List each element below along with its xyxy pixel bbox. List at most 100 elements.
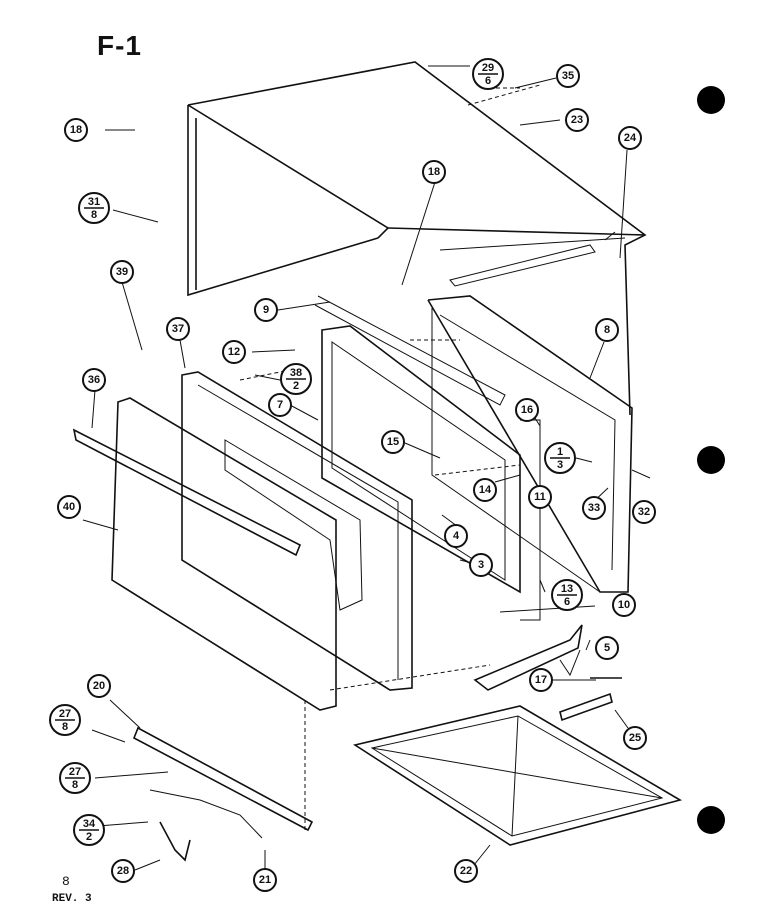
- callout-circle: [268, 393, 292, 417]
- callout-quantity: 2: [293, 380, 299, 392]
- callout-33: 33: [582, 496, 606, 520]
- callout-part-number: 16: [521, 404, 533, 416]
- callout-32: 32: [632, 500, 656, 524]
- callout-part-number: 10: [618, 599, 630, 611]
- callout-circle: [595, 318, 619, 342]
- callout-part-number: 38: [290, 367, 302, 379]
- callout-circle: [166, 317, 190, 341]
- callout-29-6: 296: [472, 58, 504, 90]
- bottom-trim: [132, 726, 314, 862]
- callout-16: 16: [515, 398, 539, 422]
- callout-part-number: 3: [478, 559, 484, 571]
- callout-circle: [222, 340, 246, 364]
- callout-circle: [529, 668, 553, 692]
- callout-part-number: 33: [588, 502, 600, 514]
- callout-circle: [87, 674, 111, 698]
- callout-part-number: 34: [83, 818, 96, 830]
- callout-circle: [444, 524, 468, 548]
- callout-part-number: 27: [69, 766, 81, 778]
- callout-part-number: 28: [117, 865, 129, 877]
- callout-part-number: 7: [277, 399, 283, 411]
- callout-27-8a: 278: [49, 704, 81, 736]
- callout-circle: [595, 636, 619, 660]
- callout-part-number: 39: [116, 266, 128, 278]
- callout-circle: [381, 430, 405, 454]
- callout-circle: [111, 859, 135, 883]
- callout-quantity: 3: [557, 459, 563, 471]
- callout-circle: [110, 260, 134, 284]
- callout-part-number: 37: [172, 323, 184, 335]
- callout-3: 3: [469, 553, 493, 577]
- drip-tray: [352, 705, 683, 846]
- callout-quantity: 8: [91, 209, 97, 221]
- callout-part-number: 25: [629, 732, 641, 744]
- callout-24: 24: [618, 126, 642, 150]
- callout-circle: [528, 485, 552, 509]
- callout-part-number: 21: [259, 874, 271, 886]
- callout-4: 4: [444, 524, 468, 548]
- callout-27-8b: 278: [59, 762, 91, 794]
- rear-panel: [427, 295, 633, 593]
- callout-circle: [82, 368, 106, 392]
- callout-part-number: 24: [624, 132, 637, 144]
- callout-18b: 18: [422, 160, 446, 184]
- oven-liner: [314, 295, 541, 621]
- callout-part-number: 29: [482, 62, 494, 74]
- callout-8: 8: [595, 318, 619, 342]
- callout-quantity: 8: [62, 721, 68, 733]
- callout-part-number: 14: [479, 484, 492, 496]
- callout-35: 35: [556, 64, 580, 88]
- binder-hole-bottom: [697, 806, 725, 834]
- callout-part-number: 13: [561, 583, 573, 595]
- callout-38-2: 382: [280, 363, 312, 395]
- callout-22: 22: [454, 859, 478, 883]
- callout-part-number: 31: [88, 196, 100, 208]
- callout-part-number: 8: [604, 324, 610, 336]
- callout-34-2: 342: [73, 814, 105, 846]
- hinge-assembly: [473, 624, 622, 722]
- callout-7: 7: [268, 393, 292, 417]
- callout-part-number: 12: [228, 346, 240, 358]
- binder-hole-middle: [697, 446, 725, 474]
- callout-quantity: 6: [485, 75, 491, 87]
- callout-part-number: 1: [557, 446, 563, 458]
- revision-label: REV. 3: [52, 893, 92, 905]
- callout-circle: [469, 553, 493, 577]
- callout-circle: [253, 868, 277, 892]
- door-frame: [181, 371, 413, 691]
- callout-part-number: 36: [88, 374, 100, 386]
- callout-1-3: 13: [544, 442, 576, 474]
- callout-40: 40: [57, 495, 81, 519]
- callout-circle: [612, 593, 636, 617]
- callout-circle: [565, 108, 589, 132]
- callout-quantity: 8: [72, 779, 78, 791]
- callout-part-number: 15: [387, 436, 399, 448]
- callout-part-number: 22: [460, 865, 472, 877]
- callout-circle: [422, 160, 446, 184]
- callout-part-number: 23: [571, 114, 583, 126]
- callout-circle: [556, 64, 580, 88]
- callout-36: 36: [82, 368, 106, 392]
- callout-31-8: 318: [78, 192, 110, 224]
- callout-part-number: 32: [638, 506, 650, 518]
- callout-part-number: 40: [63, 501, 75, 513]
- callout-39: 39: [110, 260, 134, 284]
- callout-25: 25: [623, 726, 647, 750]
- callout-part-number: 9: [263, 304, 269, 316]
- callout-part-number: 5: [604, 642, 610, 654]
- callout-circle: [632, 500, 656, 524]
- callout-quantity: 6: [564, 596, 570, 608]
- callout-circle: [254, 298, 278, 322]
- callout-14: 14: [473, 478, 497, 502]
- callout-circle: [618, 126, 642, 150]
- callout-part-number: 17: [535, 674, 547, 686]
- callout-23: 23: [565, 108, 589, 132]
- callout-15: 15: [381, 430, 405, 454]
- callout-12: 12: [222, 340, 246, 364]
- callout-part-number: 11: [534, 491, 546, 503]
- callout-part-number: 27: [59, 708, 71, 720]
- callout-circle: [64, 118, 88, 142]
